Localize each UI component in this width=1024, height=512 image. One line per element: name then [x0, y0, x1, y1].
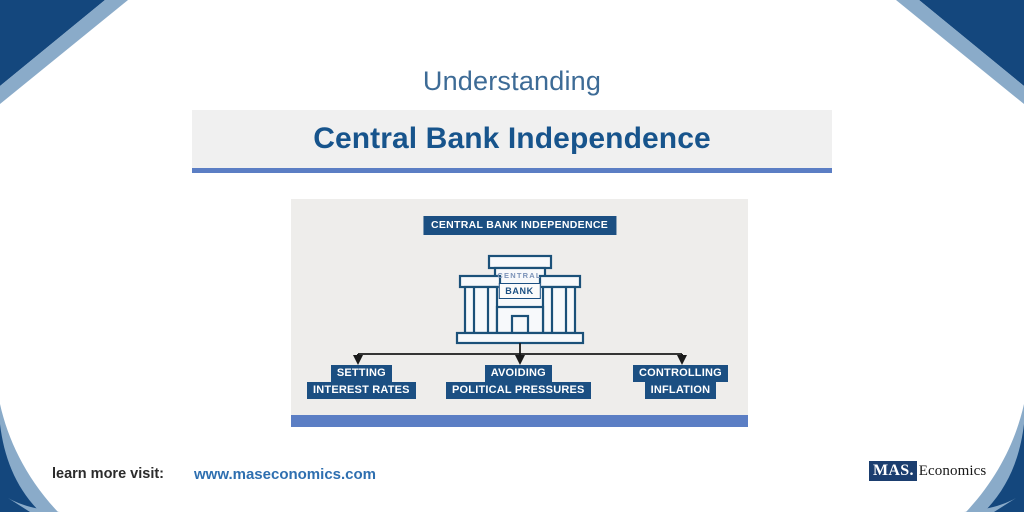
corner-bottom-right-navy [984, 424, 1024, 512]
building-left-wing [463, 285, 499, 335]
diagram-graphics [353, 254, 687, 365]
arrow-head-left [353, 355, 363, 365]
corner-bottom-left-navy [0, 424, 40, 512]
diagram-header-box: CENTRAL BANK INDEPENDENCE [422, 216, 617, 236]
branch-line-1: CONTROLLING [633, 365, 728, 382]
building-base [455, 331, 585, 345]
arrow-head-right [677, 355, 687, 365]
branch-label-setting-interest-rates: SETTING INTEREST RATES [307, 365, 416, 399]
page-title: Central Bank Independence [313, 122, 711, 155]
panel-bottom-accent-bar [291, 415, 748, 427]
branch-line-2: INTEREST RATES [307, 382, 416, 399]
building-right-wing-roof [538, 274, 582, 289]
building-door [510, 314, 530, 335]
branch-line-2: INFLATION [644, 382, 717, 399]
branch-label-avoiding-political-pressures: AVOIDING POLITICAL PRESSURES [446, 365, 591, 399]
slide-subtitle: Understanding [422, 66, 602, 96]
building-sign-central: CENTRAL [497, 271, 542, 280]
branch-line-2: POLITICAL PRESSURES [446, 382, 591, 399]
building-roof-slab [487, 254, 553, 270]
bank-building-icon [455, 254, 585, 345]
building-left-wing-roof [458, 274, 502, 289]
building-sign-bank: BANK [498, 283, 541, 299]
logo-mark-mas: MAS. [869, 461, 917, 482]
brand-logo: MAS. Economics [869, 461, 987, 482]
title-banner: Central Bank Independence [192, 110, 832, 168]
corner-bottom-left-steel-2 [8, 498, 60, 512]
title-underline-bar [192, 168, 832, 173]
branch-line-1: AVOIDING [484, 365, 552, 382]
arrow-head-mid [515, 355, 525, 365]
corner-bottom-right-steel-2 [964, 498, 1016, 512]
corner-bottom-right-steel [966, 404, 1024, 512]
branch-label-controlling-inflation: CONTROLLING INFLATION [633, 365, 728, 399]
building-right-wing [541, 285, 577, 335]
logo-word-economics: Economics [918, 463, 987, 479]
corner-bottom-left-steel [0, 404, 58, 512]
arrow-heads [353, 355, 687, 365]
branch-line-1: SETTING [330, 365, 392, 382]
footer-learn-label: learn more visit: [52, 466, 165, 482]
footer-website-link[interactable]: www.maseconomics.com [194, 466, 377, 483]
diagram-panel: CENTRAL BANK INDEPENDENCE CENTRAL BANK S… [291, 199, 748, 427]
